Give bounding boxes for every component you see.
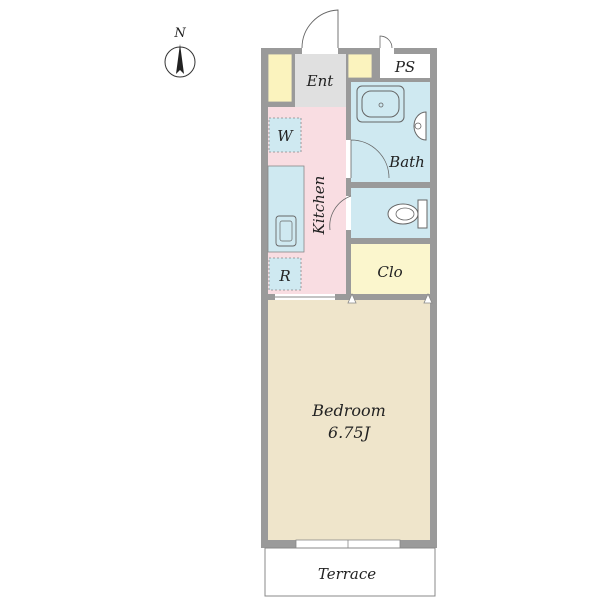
compass-north-label: N [173,26,186,41]
compass: N [164,26,196,78]
refrigerator-space [268,257,302,291]
bedroom-label: Bedroom [311,401,386,420]
washer-label: W [277,127,294,145]
terrace-area [264,547,436,597]
entrance-label: Ent [306,72,335,90]
toilet-icon [387,199,428,229]
bath-door-opening [346,140,351,178]
entrance-shoe-shelf [267,53,293,103]
pipe-space-box [380,54,430,78]
wall-entrance-bath [346,78,430,82]
bedroom-floor [268,300,430,540]
entrance-shelf-right [347,53,373,79]
kitchen-counter [267,165,305,253]
washbasin-icon [413,111,427,141]
bathtub-inner [361,90,400,118]
wall-bedroom-north [268,294,430,300]
washbasin-tap [414,122,422,130]
bath-label: Bath [388,153,425,171]
closet-floor [351,244,430,294]
wall-bath-toilet [351,182,430,188]
closet-label: Clo [377,263,402,281]
ps-door-opening [380,48,394,54]
closet-doors [347,293,433,304]
toilet-door-opening [346,196,351,230]
bathtub [356,85,405,123]
pipe-space-label: PS [394,58,415,76]
bath-door-swing [350,139,390,179]
kitchen-label: Kitchen [310,176,328,236]
compass-needle-icon [176,44,184,74]
washer-space [268,117,302,153]
wall-kitchen-east [346,82,351,295]
entrance-floor [295,54,346,107]
kitchen-sink-inner [279,220,293,242]
toilet-door-swing [329,195,352,231]
wall-toilet-closet [351,238,430,244]
refrigerator-label: R [278,267,290,285]
kitchen-sink-icon [275,215,297,247]
ps-door-swing [379,35,393,49]
entrance-door-opening [302,48,338,54]
bedroom-size-label: 6.75J [328,423,372,442]
entrance-door-swing [301,9,339,49]
terrace-label: Terrace [318,565,376,583]
bathtub-drain [378,102,384,108]
